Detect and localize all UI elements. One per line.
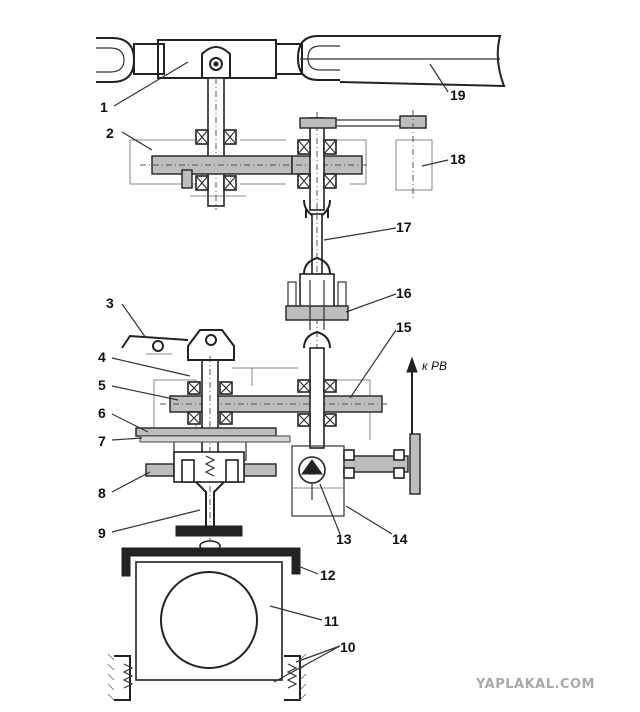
lower-gearbox [121, 329, 390, 540]
label-4: 4 [98, 349, 106, 365]
label-17: 17 [396, 219, 412, 235]
label-11: 11 [324, 613, 339, 629]
bearing-upper-right [297, 139, 337, 189]
label-16: 16 [396, 285, 412, 301]
label-3: 3 [106, 295, 114, 311]
pump-tank-output [291, 356, 421, 517]
label-18: 18 [450, 151, 466, 167]
coupling-16 [285, 256, 349, 349]
upper-gearbox [129, 77, 433, 214]
lower-frame [107, 547, 307, 701]
leader-lines [111, 61, 449, 683]
label-to-rv: к РВ [422, 359, 447, 373]
bearing-lower-left [187, 381, 233, 425]
label-13: 13 [336, 531, 352, 547]
label-5: 5 [98, 377, 106, 393]
bearing-lower-right [297, 379, 337, 427]
top-beam-assembly [96, 35, 506, 88]
part-labels: 1 2 3 4 5 6 7 8 9 10 11 12 13 14 15 16 1… [98, 87, 466, 655]
label-7: 7 [98, 433, 106, 449]
label-9: 9 [98, 525, 106, 541]
watermark-text: YAPLAKAL.COM [475, 677, 595, 692]
label-19: 19 [450, 87, 466, 103]
label-6: 6 [98, 405, 106, 421]
label-2: 2 [106, 125, 114, 141]
label-10: 10 [340, 639, 356, 655]
cardan-shaft [285, 199, 349, 350]
label-12: 12 [320, 567, 336, 583]
bearing-upper-left [195, 129, 237, 191]
label-14: 14 [392, 531, 408, 547]
label-8: 8 [98, 485, 106, 501]
label-15: 15 [396, 319, 412, 335]
label-1: 1 [100, 99, 108, 115]
spring-housing [145, 451, 277, 552]
